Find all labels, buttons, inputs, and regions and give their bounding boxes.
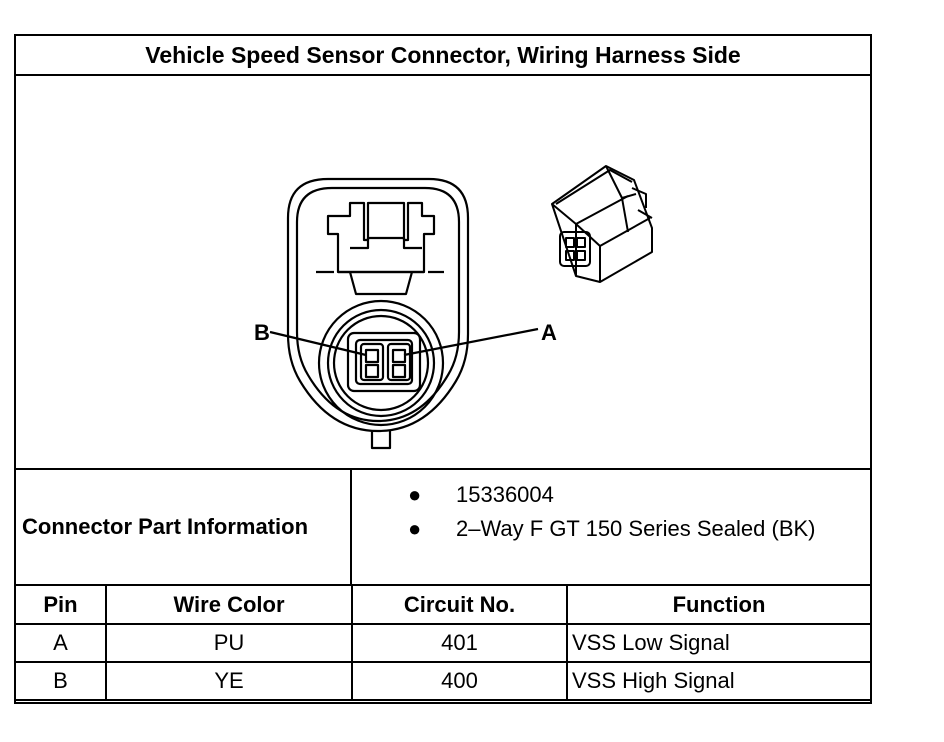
bottom-key (370, 431, 392, 450)
header-pin: Pin (16, 586, 107, 625)
table-row: A PU 401 VSS Low Signal (16, 623, 870, 663)
bullet-icon: ● (408, 516, 422, 541)
pin-a-label: A (541, 320, 557, 345)
connector-part-info-list: ● 15336004 ● 2–Way F GT 150 Series Seale… (352, 470, 870, 584)
connector-face-drawing: B A (254, 165, 653, 450)
cavity-b (359, 342, 385, 382)
connector-isometric-view (551, 165, 653, 283)
header-function: Function (566, 586, 870, 625)
pin-cell: B (16, 661, 107, 701)
header-wire-color: Wire Color (105, 586, 353, 625)
connector-housing-outline (286, 177, 470, 433)
pin-table-header-row: Pin Wire Color Circuit No. Function (16, 586, 870, 625)
locking-latch (326, 201, 436, 274)
function-cell: VSS Low Signal (566, 623, 870, 663)
wire-color-cell: YE (105, 661, 353, 701)
seal-ring-outer (317, 299, 445, 427)
table-row: B YE 400 VSS High Signal (16, 661, 870, 701)
document-title: Vehicle Speed Sensor Connector, Wiring H… (16, 36, 870, 76)
part-number-text: 15336004 (456, 482, 554, 507)
circuit-no-cell: 401 (351, 623, 568, 663)
pin-cell: A (16, 623, 107, 663)
function-cell: VSS High Signal (566, 661, 870, 701)
circuit-no-cell: 400 (351, 661, 568, 701)
connector-description-text: 2–Way F GT 150 Series Sealed (BK) (456, 516, 816, 541)
connector-part-info-row: Connector Part Information ● 15336004 ● … (16, 468, 870, 586)
header-circuit-no: Circuit No. (351, 586, 568, 625)
connector-document: Vehicle Speed Sensor Connector, Wiring H… (14, 34, 872, 704)
pin-table: Pin Wire Color Circuit No. Function A PU… (16, 586, 870, 701)
wire-color-cell: PU (105, 623, 353, 663)
connector-illustration: B A (16, 76, 870, 468)
pin-a-leader (403, 327, 539, 357)
connector-part-info-label: Connector Part Information (16, 470, 352, 584)
terminal-block (346, 331, 422, 393)
pin-b-label: B (254, 320, 270, 345)
bullet-icon: ● (408, 482, 422, 507)
pin-b-leader (269, 330, 367, 357)
cavity-a (386, 342, 412, 382)
